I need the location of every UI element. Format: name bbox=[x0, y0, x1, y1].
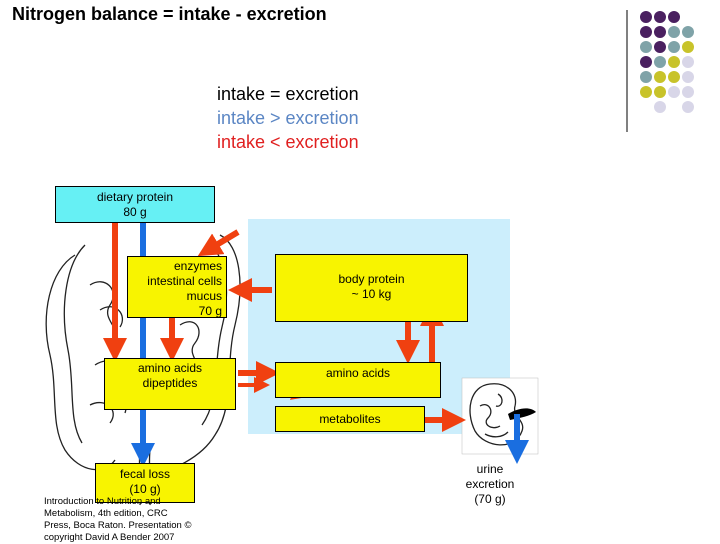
legend-greater: intake > excretion bbox=[217, 108, 359, 128]
deco-dot bbox=[654, 11, 666, 23]
deco-dot bbox=[640, 26, 652, 38]
amino-left-line-2: dipeptides bbox=[142, 376, 198, 390]
deco-dot bbox=[640, 56, 652, 68]
enzymes-box: enzymes intestinal cells mucus 70 g bbox=[127, 256, 227, 318]
deco-dot bbox=[668, 11, 680, 23]
credit-line-4: copyright David A Bender 2007 bbox=[44, 532, 175, 543]
urine-line-3: (70 g) bbox=[474, 492, 506, 506]
deco-dot bbox=[668, 71, 680, 83]
metabolites-line-1: metabolites bbox=[319, 412, 381, 426]
dietary-line-2: 80 g bbox=[123, 205, 147, 219]
body-protein-box: body protein ~ 10 kg bbox=[275, 254, 468, 322]
deco-dot bbox=[682, 56, 694, 68]
deco-dot bbox=[682, 71, 694, 83]
deco-dot bbox=[640, 41, 652, 53]
dietary-protein-box: dietary protein 80 g bbox=[55, 186, 215, 223]
urine-line-2: excretion bbox=[465, 477, 515, 491]
dietary-line-1: dietary protein bbox=[96, 190, 174, 204]
credit-text: Introduction to Nutrition and Metabolism… bbox=[44, 496, 204, 544]
deco-dot bbox=[682, 26, 694, 38]
fecal-loss-box: fecal loss (10 g) bbox=[95, 463, 195, 503]
page-title: Nitrogen balance = intake - excretion bbox=[12, 4, 327, 24]
enzymes-line-2: intestinal cells bbox=[147, 274, 222, 288]
urine-excretion-label: urine excretion (70 g) bbox=[450, 462, 530, 507]
legend-less: intake < excretion bbox=[217, 132, 359, 152]
amino-acids-dipeptides-box: amino acids dipeptides bbox=[104, 358, 236, 410]
deco-dot bbox=[654, 71, 666, 83]
credit-line-1: Introduction to Nutrition and bbox=[44, 496, 161, 507]
credit-line-2: Metabolism, 4th edition, CRC bbox=[44, 508, 168, 519]
enzymes-line-1: enzymes bbox=[173, 259, 222, 273]
deco-dot bbox=[682, 86, 694, 98]
metabolites-box: metabolites bbox=[275, 406, 425, 432]
deco-dot bbox=[654, 56, 666, 68]
fecal-line-2: (10 g) bbox=[129, 482, 161, 496]
body-line-2: ~ 10 kg bbox=[351, 287, 392, 301]
deco-dot bbox=[682, 41, 694, 53]
urine-line-1: urine bbox=[476, 462, 504, 476]
deco-dot bbox=[640, 86, 652, 98]
deco-dot bbox=[668, 41, 680, 53]
deco-dot bbox=[654, 26, 666, 38]
deco-dot bbox=[654, 86, 666, 98]
enzymes-line-4: 70 g bbox=[198, 304, 222, 318]
deco-dot bbox=[668, 26, 680, 38]
legend-equal: intake = excretion bbox=[217, 84, 359, 104]
enzymes-line-3: mucus bbox=[186, 289, 222, 303]
decorative-dot-grid bbox=[626, 10, 694, 132]
deco-dot bbox=[640, 11, 652, 23]
deco-dot bbox=[654, 41, 666, 53]
fecal-line-1: fecal loss bbox=[119, 467, 171, 481]
amino-acids-box: amino acids bbox=[275, 362, 441, 398]
credit-line-3: Press, Boca Raton. Presentation © bbox=[44, 520, 192, 531]
amino-left-line-1: amino acids bbox=[137, 361, 203, 375]
amino-right-line-1: amino acids bbox=[325, 366, 391, 380]
deco-dot bbox=[640, 71, 652, 83]
body-line-1: body protein bbox=[338, 272, 405, 286]
deco-dot bbox=[654, 101, 666, 113]
deco-dot bbox=[668, 86, 680, 98]
arrow-red-to-enzymes bbox=[197, 229, 240, 257]
deco-dot bbox=[668, 56, 680, 68]
deco-dot bbox=[682, 101, 694, 113]
